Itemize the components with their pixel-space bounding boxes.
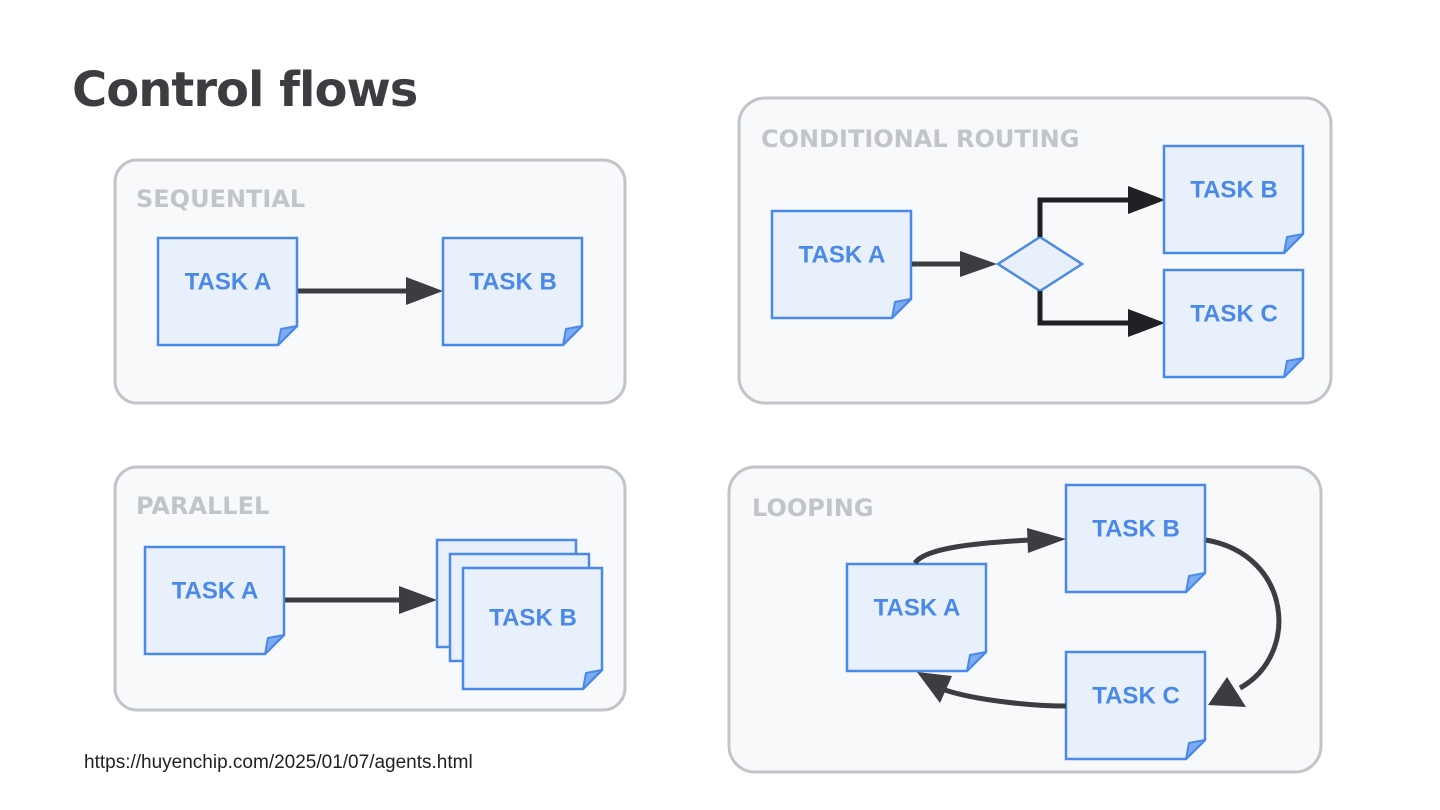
conditional-task-b: TASK B	[1162, 144, 1305, 255]
conditional-task-b-label: TASK B	[1190, 176, 1278, 203]
page-title: Control flows	[72, 62, 418, 118]
panel-sequential-label: SEQUENTIAL	[136, 185, 305, 213]
conditional-arrow-to-task-b	[1037, 186, 1165, 237]
looping-task-b: TASK B	[1064, 483, 1207, 594]
sequential-arrow-a-to-b	[298, 277, 443, 305]
parallel-arrow-a-to-b	[285, 586, 437, 614]
conditional-task-a-label: TASK A	[799, 241, 886, 268]
panel-conditional-label: CONDITIONAL ROUTING	[761, 125, 1079, 153]
conditional-task-a: TASK A	[770, 209, 913, 320]
panel-looping-label: LOOPING	[752, 494, 874, 522]
looping-arrow-c-to-a	[917, 672, 1067, 709]
sequential-task-b-label: TASK B	[469, 268, 557, 295]
looping-task-a-label: TASK A	[874, 594, 961, 621]
conditional-arrow-a-to-decision	[912, 251, 997, 277]
looping-task-a: TASK A	[845, 562, 988, 673]
looping-arrow-a-to-b	[912, 528, 1066, 565]
panel-parallel-label: PARALLEL	[136, 492, 269, 520]
panel-sequential: SEQUENTIAL TASK A TASK B	[113, 158, 627, 405]
looping-arrow-b-to-c	[1205, 537, 1282, 707]
conditional-arrow-to-task-c	[1037, 291, 1165, 337]
parallel-task-a-label: TASK A	[172, 577, 259, 604]
panel-parallel: PARALLEL TASK A TASK B	[113, 465, 627, 712]
parallel-task-b-stack: TASK B	[435, 538, 604, 691]
source-url[interactable]: https://huyenchip.com/2025/01/07/agents.…	[84, 752, 473, 773]
conditional-task-c: TASK C	[1162, 268, 1305, 379]
looping-task-b-label: TASK B	[1092, 515, 1180, 542]
sequential-task-a-label: TASK A	[185, 268, 272, 295]
panel-looping: LOOPING TASK A TASK B TASK C	[727, 465, 1323, 774]
looping-task-c: TASK C	[1064, 650, 1207, 761]
conditional-task-c-label: TASK C	[1190, 300, 1278, 327]
panel-conditional-routing: CONDITIONAL ROUTING TASK A TASK B	[737, 96, 1333, 405]
parallel-task-a: TASK A	[143, 545, 286, 656]
looping-task-c-label: TASK C	[1092, 682, 1180, 709]
sequential-task-a: TASK A	[156, 236, 299, 347]
sequential-task-b: TASK B	[441, 236, 584, 347]
parallel-task-b-label: TASK B	[489, 604, 577, 631]
